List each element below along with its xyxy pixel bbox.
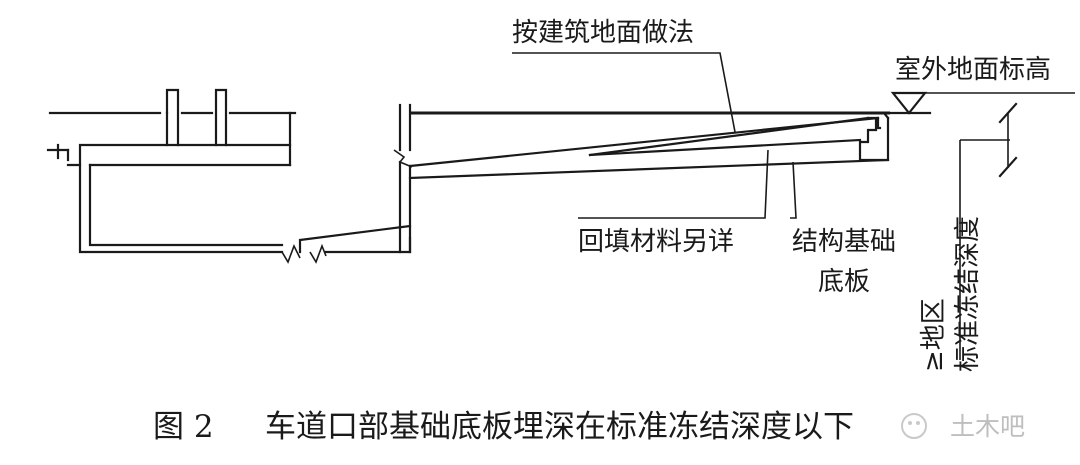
watermark: 土木吧 xyxy=(901,412,1025,441)
frost-depth-dimension xyxy=(959,102,1018,360)
svg-text:标准冻结深度: 标准冻结深度 xyxy=(953,216,983,372)
label-structure-base-2: 底板 xyxy=(818,267,870,297)
label-backfill: 回填材料另详 xyxy=(578,227,734,257)
elevation-marker xyxy=(890,91,1075,115)
caption-text: 车道口部基础底板埋深在标准冻结深度以下 xyxy=(265,409,854,445)
ramp-slab xyxy=(408,111,890,180)
label-frost-depth: 标准冻结深度 xyxy=(953,216,983,372)
ramp-wall xyxy=(393,103,413,254)
label-floor-method: 按建筑地面做法 xyxy=(512,18,694,48)
watermark-text: 土木吧 xyxy=(950,412,1025,441)
watermark-logo-icon xyxy=(901,413,927,439)
leader-lines xyxy=(512,52,797,219)
svg-text:≥地区: ≥地区 xyxy=(919,298,949,372)
caption-number: 图 2 xyxy=(153,409,214,445)
label-outdoor-level: 室外地面标高 xyxy=(895,55,1051,85)
label-structure-base-1: 结构基础 xyxy=(792,227,896,257)
label-region-prefix: ≥地区 xyxy=(919,298,949,372)
vent-stubs xyxy=(165,88,228,147)
basement-structure xyxy=(46,111,412,264)
